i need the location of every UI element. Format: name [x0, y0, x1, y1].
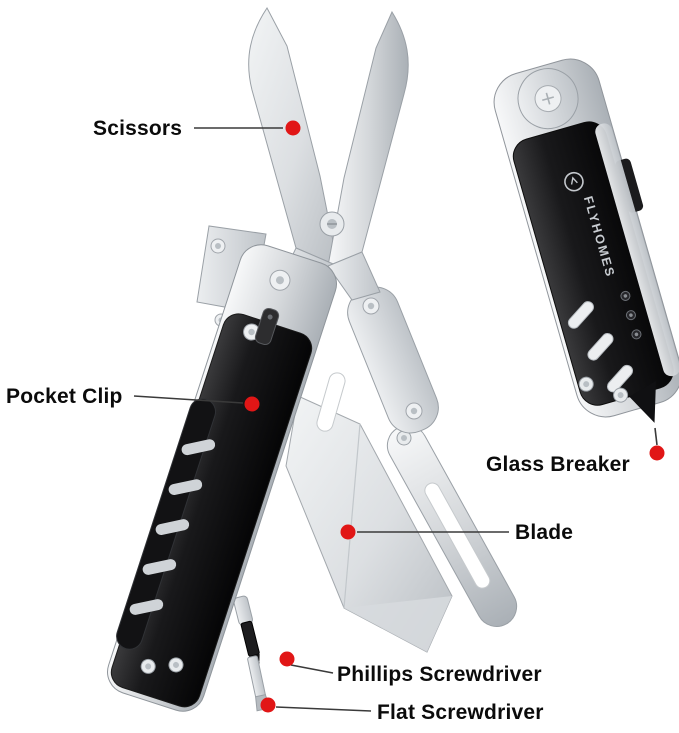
scissor-handle-arm	[386, 425, 518, 627]
blade-thumb-slot	[316, 372, 346, 432]
link-piece	[347, 286, 439, 434]
blade-label: Blade	[515, 521, 574, 544]
multitool-closed-view: FLYHOMES	[493, 58, 679, 423]
lock-slider	[254, 307, 280, 346]
multitool-open-view	[107, 7, 518, 712]
phillips-screwdriver-label: Phillips Screwdriver	[337, 663, 542, 686]
handle-body	[107, 244, 337, 712]
brand-logo-icon	[564, 171, 584, 192]
pocket-clip-label: Pocket Clip	[6, 385, 123, 408]
glass-breaker-part	[629, 380, 656, 423]
scissors-label: Scissors	[93, 117, 183, 140]
flat-screwdriver-bit	[247, 655, 271, 712]
scissors-right-blade	[327, 10, 409, 267]
glass-breaker-label: Glass Breaker	[486, 453, 630, 476]
knife-blade	[285, 372, 453, 653]
flat-screwdriver-label: Flat Screwdriver	[377, 701, 544, 724]
